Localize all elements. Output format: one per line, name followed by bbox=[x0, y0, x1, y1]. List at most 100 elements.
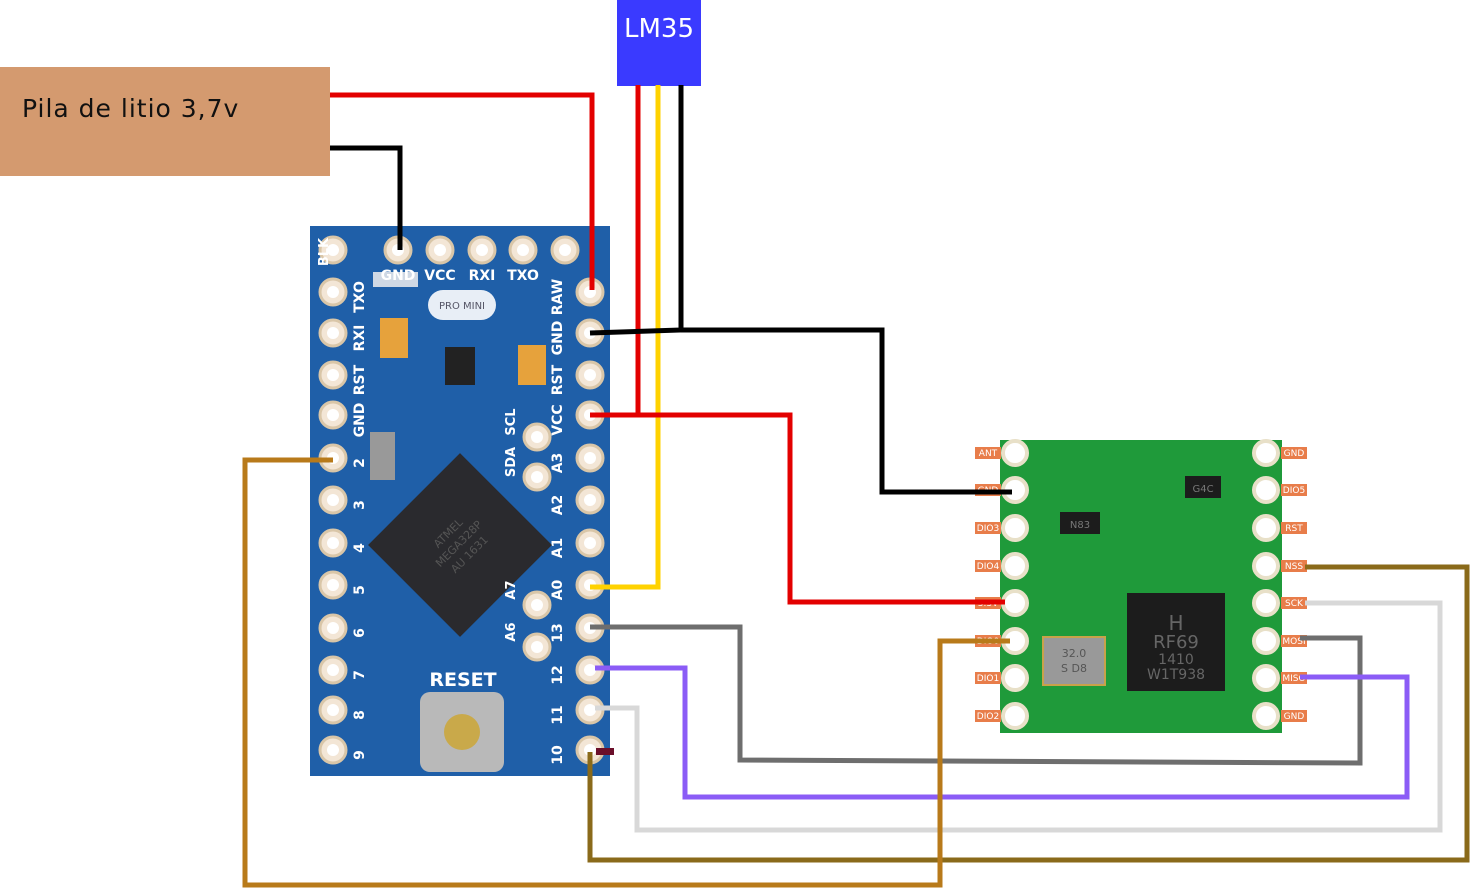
rf-pin[interactable] bbox=[1001, 514, 1029, 542]
left-pin-label: RXI bbox=[352, 325, 368, 352]
rf-pin[interactable] bbox=[1001, 664, 1029, 692]
top-pin-label: BLK bbox=[317, 237, 332, 266]
rf-pin[interactable] bbox=[1252, 664, 1280, 692]
pad-hole bbox=[327, 494, 339, 506]
rf-pin[interactable] bbox=[1001, 552, 1029, 580]
rf-right-pin-label: SCK bbox=[1285, 599, 1304, 609]
left-pin-label: GND bbox=[352, 403, 368, 438]
inner-pin-label: SDA bbox=[504, 447, 519, 477]
rf-right-pin-label: GND bbox=[1284, 712, 1305, 722]
left-pin-label: 4 bbox=[352, 543, 368, 553]
pad-hole bbox=[327, 369, 339, 381]
rf-pin[interactable] bbox=[1001, 589, 1029, 617]
dio0-wire bbox=[242, 457, 1010, 888]
left-pin-label: TXO bbox=[352, 281, 368, 313]
left-pin-label: 2 bbox=[352, 458, 368, 468]
rf-pin-label-bg bbox=[1281, 484, 1307, 496]
left-pin-label: 9 bbox=[352, 750, 368, 760]
rf-3v3-wire bbox=[590, 412, 1005, 605]
right-pin-label: 10 bbox=[550, 745, 566, 765]
right-pin-label: VCC bbox=[550, 404, 566, 435]
rf-right-pin-label: DIO5 bbox=[1283, 486, 1305, 496]
rf-chip-text-1: H bbox=[1168, 611, 1183, 635]
inner-pin-label: A7 bbox=[504, 580, 519, 599]
mosi-wire bbox=[595, 600, 1443, 833]
rf-pin[interactable] bbox=[1252, 476, 1280, 504]
pad-hole bbox=[517, 244, 529, 256]
rf-pin[interactable] bbox=[1252, 702, 1280, 730]
pad-hole bbox=[531, 471, 543, 483]
battery-ground-wire bbox=[330, 145, 403, 250]
rf-pin[interactable] bbox=[1252, 439, 1280, 467]
rf-left-pin-label: ANT bbox=[979, 449, 998, 459]
top-pin-label: TXO bbox=[507, 268, 539, 284]
capacitor bbox=[518, 345, 546, 385]
rf69-chip bbox=[1127, 593, 1225, 691]
right-pin-label: GND bbox=[550, 321, 566, 356]
rf-pin-label-bg bbox=[1281, 447, 1307, 459]
capacitor bbox=[380, 318, 408, 358]
right-pin-label: A2 bbox=[550, 495, 566, 516]
ic-g4c-text: G4C bbox=[1192, 484, 1213, 495]
rf-chip-text-2: RF69 bbox=[1153, 632, 1199, 653]
rf-pin[interactable] bbox=[1252, 589, 1280, 617]
rf-left-pin-label: DIO4 bbox=[977, 562, 1000, 572]
right-pin-label: A3 bbox=[550, 453, 566, 474]
top-pin-label: RXI bbox=[469, 268, 496, 284]
rf-pin[interactable] bbox=[1252, 627, 1280, 655]
rf-left-pin-label: DIO1 bbox=[977, 674, 999, 684]
rf-right-pin-label: NSS bbox=[1285, 562, 1303, 572]
arduino-pro-mini: PRO MINI ATMEL MEGA328P AU 1631 RESET bbox=[310, 226, 610, 776]
battery-label: Pila de litio 3,7v bbox=[22, 94, 239, 123]
crystal-text-2: S D8 bbox=[1061, 662, 1087, 675]
pad-hole bbox=[531, 599, 543, 611]
pad-hole bbox=[327, 537, 339, 549]
right-pin-label: A1 bbox=[550, 538, 566, 559]
regulator bbox=[445, 347, 475, 385]
pad-hole bbox=[584, 452, 596, 464]
rf-pin[interactable] bbox=[1252, 514, 1280, 542]
pad-hole bbox=[327, 286, 339, 298]
pad-hole bbox=[559, 244, 571, 256]
battery-positive-wire bbox=[330, 92, 595, 290]
rf-ground-wire bbox=[681, 327, 1012, 495]
pin10-marker bbox=[596, 748, 614, 755]
pad-hole bbox=[584, 494, 596, 506]
miso-wire bbox=[595, 665, 1410, 800]
pad-hole bbox=[476, 244, 488, 256]
pad-hole bbox=[327, 664, 339, 676]
lm35-sensor: LM35 bbox=[617, 0, 701, 86]
inner-pin-label: A6 bbox=[504, 622, 519, 641]
rf-pin[interactable] bbox=[1001, 702, 1029, 730]
battery-box bbox=[0, 67, 330, 176]
rf-left-pin-label: DIO3 bbox=[977, 524, 999, 534]
right-pin-label: RST bbox=[550, 364, 566, 395]
rf-crystal bbox=[1042, 636, 1106, 686]
pad-hole bbox=[584, 664, 596, 676]
ic-n83-text: N83 bbox=[1070, 520, 1090, 531]
pad-hole bbox=[584, 369, 596, 381]
pad-hole bbox=[327, 244, 339, 256]
reset-button-cap[interactable] bbox=[444, 714, 480, 750]
left-pin-label: 6 bbox=[352, 628, 368, 638]
left-pin-label: RST bbox=[352, 364, 368, 395]
pad-hole bbox=[327, 327, 339, 339]
crystal bbox=[370, 432, 395, 480]
left-pin-label: 3 bbox=[352, 500, 368, 510]
pad-hole bbox=[584, 744, 596, 756]
rf-pin-label-bg bbox=[975, 522, 1001, 534]
pad-hole bbox=[531, 641, 543, 653]
rfm69-module: H RF69 1410 W1T938 32.0 S D8 N83 G4C bbox=[973, 440, 1306, 733]
rf-pin[interactable] bbox=[1001, 439, 1029, 467]
rf-right-pin-label: MOSI bbox=[1282, 637, 1305, 647]
top-pin-label: GND bbox=[381, 268, 416, 284]
pad-hole bbox=[531, 431, 543, 443]
left-pin-label: 7 bbox=[352, 670, 368, 680]
lm35-label: LM35 bbox=[624, 14, 694, 44]
rf-pin[interactable] bbox=[1252, 552, 1280, 580]
rf-left-pin-label: DIO2 bbox=[977, 712, 999, 722]
pad-hole bbox=[327, 409, 339, 421]
rf-pin-label-bg bbox=[975, 710, 1001, 722]
